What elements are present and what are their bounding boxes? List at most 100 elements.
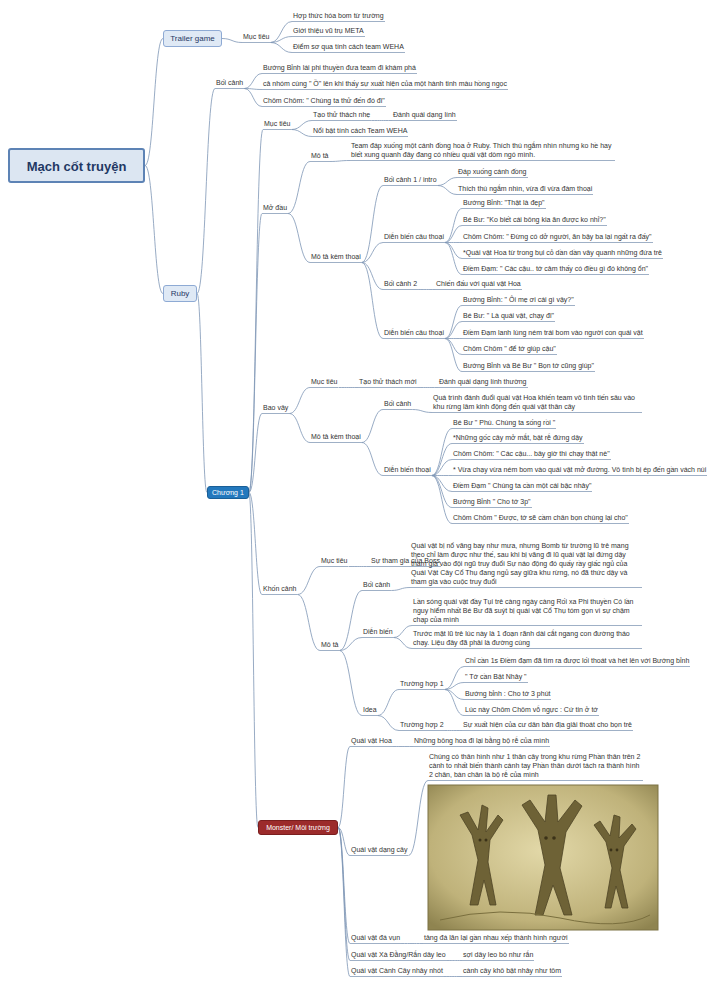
subtopic: Quái vật dạng cây (350, 845, 408, 856)
topic-text: Trường hợp 1 (400, 680, 444, 687)
topic-text: Chôm Chôm " Được, tớ sẽ cầm chân bọn chú… (453, 514, 628, 521)
subtopic: Bối cảnh 1 / intro (383, 175, 438, 186)
subtopic: Diễn biến câu thoại (383, 232, 445, 243)
subtopic: Chiến đấu với quái vật Hoa (435, 279, 522, 290)
branch-connector (244, 89, 262, 107)
subtopic: Mô tả (320, 640, 340, 651)
subtopic: Mở đầu (262, 203, 288, 214)
topic-text: Ruby (171, 289, 190, 298)
subtopic: Trường hợp 1 (399, 679, 445, 690)
subtopic: Team đáp xuống một cánh đồng hoa ở Ruby.… (350, 141, 615, 161)
branch-connector (249, 493, 262, 595)
topic-text: Điềm Đạm " Chúng ta cần một cái bậc nhảy… (453, 482, 591, 489)
topic-text: tảng đá lăn lại gần nhau xếp thành hình … (424, 934, 568, 941)
topic-text: *Quái vật Hoa từ trong bụi cỏ dần dần vâ… (463, 249, 662, 256)
topic-text: Monster/ Môi trường (266, 824, 330, 831)
subtopic: Chỉ cần 1s Điềm đạm đã tìm ra được lối t… (464, 656, 690, 667)
subtopic: Điềm Đạm " Chúng ta cần một cái bậc nhảy… (452, 481, 592, 492)
subtopic: " Tớ cần Bật Nhảy " (464, 672, 528, 683)
subtopic: sợi dây leo bò như rắn (462, 950, 534, 961)
branch-connector (362, 243, 383, 263)
branch-connector (445, 209, 462, 243)
branch-connector (378, 716, 399, 731)
branch-connector (145, 166, 163, 294)
topic-text: Quái vật đá vụn (351, 934, 400, 941)
branch-connector (445, 306, 462, 339)
branch-connector (362, 186, 383, 263)
branch-connector (445, 226, 462, 243)
branch-connector (145, 39, 163, 166)
branch-connector (445, 339, 462, 355)
topic-text: Thích thú ngắm nhìn, vừa đi vừa đàm thoạ… (458, 185, 592, 192)
branch-connector (445, 690, 464, 700)
branch-connector (412, 410, 432, 413)
subtopic: Điềm Đạm lanh lùng ném trái bom vào ngườ… (462, 328, 644, 339)
topic-text: Đáp xuống cánh đồng (458, 168, 527, 175)
topic-text: Bé Bư: " Là quái vật, chạy đi" (463, 312, 554, 319)
topic-text: Trailer game (170, 34, 215, 43)
branch-connector (394, 638, 412, 649)
subtopic: Chôm Chôm: " Chúng ta thử đến đó đi" (262, 96, 386, 107)
topic-text: Quái vật dạng cây (351, 846, 407, 853)
central-topic: Mạch cốt truyện (8, 148, 145, 183)
branch-connector (249, 493, 258, 828)
topic-text: Bướng bỉnh : Cho tớ 3 phút (465, 690, 550, 697)
subtopic: * Vừa chạy vừa ném bom vào quái vật mở đ… (452, 465, 707, 476)
main-topic-box: Ruby (163, 285, 197, 302)
subtopic: Mục tiêu (320, 556, 348, 567)
subtopic: Bướng Bỉnh " Cho tớ 3p" (452, 497, 532, 508)
subtopic: Bao vây (262, 403, 289, 414)
topic-text: " Tớ cần Bật Nhảy " (465, 673, 527, 680)
branch-connector (438, 178, 457, 186)
topic-text: Những bông hoa đi lại bằng bộ rễ của mìn… (414, 737, 549, 744)
topic-text: Giới thiệu vũ trụ META (293, 27, 364, 34)
subtopic: Bướng Bỉnh: " Ôi mẹ ơi cái gì vậy?" (462, 295, 575, 306)
branch-connector (340, 651, 362, 716)
subtopic: Trường hợp 2 (399, 720, 445, 731)
topic-text: Chiến đấu với quái vật Hoa (436, 280, 521, 287)
subtopic: Bé Bư: " Là quái vật, chạy đi" (462, 311, 555, 322)
subtopic: Diễn biến thoại (383, 465, 432, 476)
topic-text: Trước mặt lũ trẻ lúc này là 1 đoạn rãnh … (413, 630, 630, 646)
topic-text: Chúng có thân hình như 1 thân cây trong … (429, 753, 640, 778)
tree-monster-illustration (428, 785, 658, 930)
topic-text: Bối cảnh 2 (384, 280, 417, 287)
topic-text: Bướng Bỉnh " Cho tớ 3p" (453, 498, 531, 505)
subtopic: Sự xuất hiện của cư dân bản địa giải tho… (462, 720, 633, 731)
branch-connector (362, 263, 383, 339)
branch-connector (445, 243, 462, 275)
branch-connector (244, 74, 262, 89)
subtopic: Bối cảnh (362, 580, 391, 591)
subtopic: Mục tiêu (310, 377, 338, 388)
branch-connector (445, 730, 462, 731)
topic-text: Chôm Chôm " để tớ giúp cậu" (463, 345, 556, 352)
branch-connector (432, 460, 452, 476)
subtopic: Chôm Chôm: " Đừng có dở người, ăn bậy ba… (462, 232, 653, 243)
topic-text: Bướng Bỉnh và Bé Bư " Bọn tớ cũng giúp" (463, 362, 594, 369)
topic-text: Điềm Đạm: " Các cậu.. tớ cảm thấy có điề… (463, 265, 648, 272)
subtopic: Bé Bư: "Ko biết cái bông kia ăn được ko … (462, 215, 607, 226)
branch-connector (445, 243, 462, 259)
branch-connector (270, 37, 292, 43)
branch-connector (378, 690, 399, 716)
topic-text: Mạch cốt truyện (27, 159, 127, 174)
subtopic: Bướng bỉnh : Cho tớ 3 phút (464, 689, 551, 700)
subtopic: Quái vật Hoa (350, 736, 393, 747)
topic-text: Bướng Bỉnh: "Thật là đẹp" (463, 199, 545, 206)
topic-text: Quá trình đánh đuổi quái vật Hoa khiến t… (433, 394, 635, 410)
subtopic: Chôm Chôm " để tớ giúp cậu" (462, 344, 557, 355)
chapter-box: Chương 1 (207, 486, 249, 499)
topic-text: *Những gốc cây mở mắt, bật rễ đứng dậy (453, 434, 583, 441)
subtopic: Mô tả kèm thoại (310, 432, 362, 443)
subtopic: Bối cảnh 2 (383, 279, 418, 290)
subtopic: cành cây khô bật nhảy như tôm (462, 966, 562, 977)
branch-connector (432, 429, 452, 476)
topic-text: Mở đầu (263, 204, 287, 211)
subtopic: Mục tiêu (263, 119, 291, 130)
branch-connector (338, 828, 350, 977)
branch-connector (408, 781, 428, 856)
topic-text: Lúc này Chôm Chôm vỗ ngực : Cứ tin ở tớ (465, 706, 598, 713)
subtopic: Chúng có thân hình như 1 thân cây trong … (428, 752, 643, 781)
subtopic: Lúc này Chôm Chôm vỗ ngực : Cứ tin ở tớ (464, 705, 599, 716)
subtopic: tảng đá lăn lại gần nhau xếp thành hình … (423, 933, 569, 944)
